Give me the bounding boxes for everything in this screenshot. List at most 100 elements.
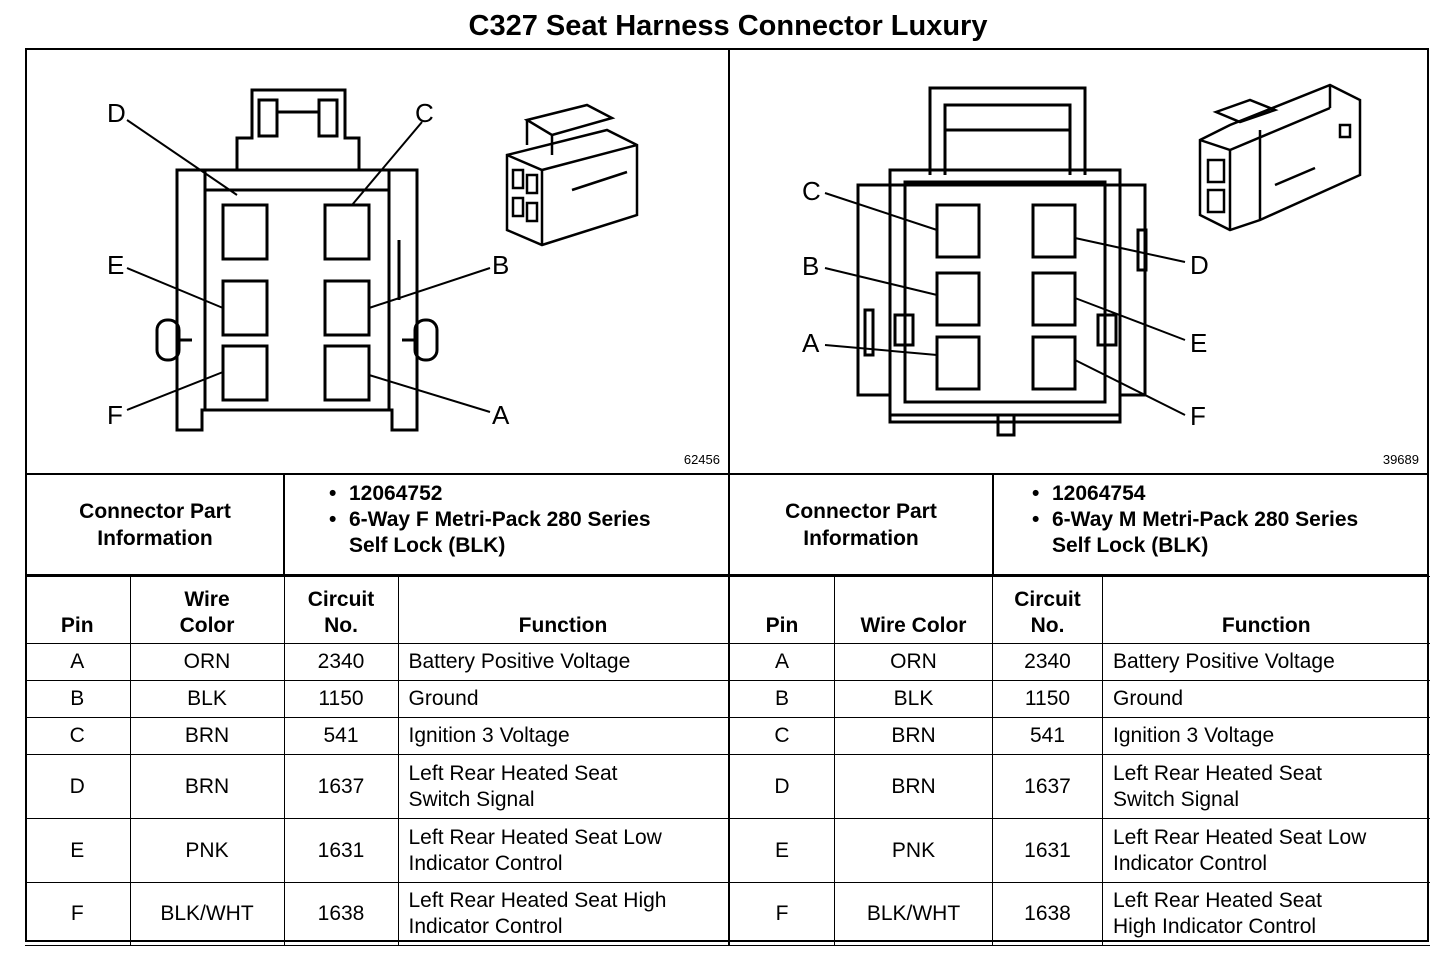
table-row: B BLK 1150 Ground [729,680,1430,718]
pin-label-e: E [107,250,125,280]
pin-label-d: D [107,98,126,128]
connector-part-info-label: Connector Part Information [730,475,994,574]
description-line: Self Lock (BLK) [1052,534,1209,557]
wire-color-cell: BLK [834,680,993,718]
circuit-cell: 541 [283,717,399,755]
pin-cell: C [729,717,835,755]
connector-description: 6-Way M Metri-Pack 280 Series Self Lock … [1032,507,1359,559]
wire-color-cell: PNK [834,818,993,883]
pin-label-b: B [802,251,820,281]
table-row: C BRN 541 Ignition 3 Voltage [729,717,1430,755]
pin-cell: D [25,754,131,819]
pin-cell: A [25,643,131,681]
pin-cell: D [729,754,835,819]
info-label-line: Connector Part [785,499,937,523]
function-cell: Ground [1102,680,1430,718]
pin-label-b: B [492,250,510,280]
function-cell: Ignition 3 Voltage [1102,717,1430,755]
wire-color-cell: BRN [834,717,993,755]
table-row: A ORN 2340 Battery Positive Voltage [729,643,1430,681]
connector-part-details: 12064754 6-Way M Metri-Pack 280 Series S… [1030,481,1358,559]
page-title: C327 Seat Harness Connector Luxury [468,10,988,42]
circuit-cell: 1638 [283,882,399,946]
function-header: Function [397,576,729,644]
circuit-cell: 1638 [992,882,1103,946]
info-label-line: Connector Part [79,499,231,523]
function-cell: Ground [397,680,729,718]
pin-label-a: A [802,328,820,358]
connector-part-details: 12064752 6-Way F Metri-Pack 280 Series S… [327,481,651,559]
figure-number: 39689 [1382,452,1419,467]
horizontal-divider-info [25,574,1429,576]
wire-color-cell: BRN [129,754,285,819]
pin-label-f: F [1190,401,1206,431]
wire-color-cell: BRN [834,754,993,819]
description-line: 6-Way F Metri-Pack 280 Series [349,508,651,531]
table-row: A ORN 2340 Battery Positive Voltage [25,643,729,681]
circuit-cell: 1150 [992,680,1103,718]
part-number: 12064754 [1032,481,1358,507]
description-line: 6-Way M Metri-Pack 280 Series [1052,508,1359,531]
pin-header: Pin [25,576,131,644]
function-cell: Battery Positive Voltage [1102,643,1430,681]
male-connector-diagram: C B A D E F 39689 [730,50,1427,473]
female-connector-diagram: D C E B F A 62456 [27,50,728,473]
circuit-cell: 1637 [992,754,1103,819]
pin-header: Pin [729,576,835,644]
pin-label-e: E [1190,328,1208,358]
wire-color-cell: BRN [129,717,285,755]
pin-label-d: D [1190,250,1209,280]
table-row: C BRN 541 Ignition 3 Voltage [25,717,729,755]
pin-cell: F [25,882,131,946]
circuit-cell: 541 [992,717,1103,755]
circuit-cell: 2340 [992,643,1103,681]
pin-cell: A [729,643,835,681]
wire-color-cell: ORN [129,643,285,681]
wire-color-cell: BLK [129,680,285,718]
circuit-cell: 2340 [283,643,399,681]
circuit-cell: 1150 [283,680,399,718]
pin-label-f: F [107,400,123,430]
connector-part-info-label: Connector Part Information [27,475,285,574]
vertical-divider [728,48,730,576]
male-connector-drawing [824,83,1362,437]
pin-cell: F [729,882,835,946]
function-header: Function [1102,576,1430,644]
connector-description: 6-Way F Metri-Pack 280 Series Self Lock … [329,507,651,559]
circuit-cell: 1631 [283,818,399,883]
pin-cell: E [729,818,835,883]
circuit-cell: 1637 [283,754,399,819]
description-line: Self Lock (BLK) [349,534,506,557]
info-label-line: Information [803,526,919,550]
pin-cell: E [25,818,131,883]
pin-label-c: C [802,176,821,206]
pin-cell: C [25,717,131,755]
female-connector-drawing [126,88,639,432]
wire-color-cell: BLK/WHT [834,882,993,946]
wire-color-cell: PNK [129,818,285,883]
figure-number: 62456 [683,452,720,467]
part-number: 12064752 [329,481,651,507]
function-cell: Battery Positive Voltage [397,643,729,681]
left-connector-part-info: Connector Part Information 12064752 6-Wa… [27,475,728,574]
table-row: B BLK 1150 Ground [25,680,729,718]
wire-color-cell: BLK/WHT [129,882,285,946]
pin-cell: B [729,680,835,718]
